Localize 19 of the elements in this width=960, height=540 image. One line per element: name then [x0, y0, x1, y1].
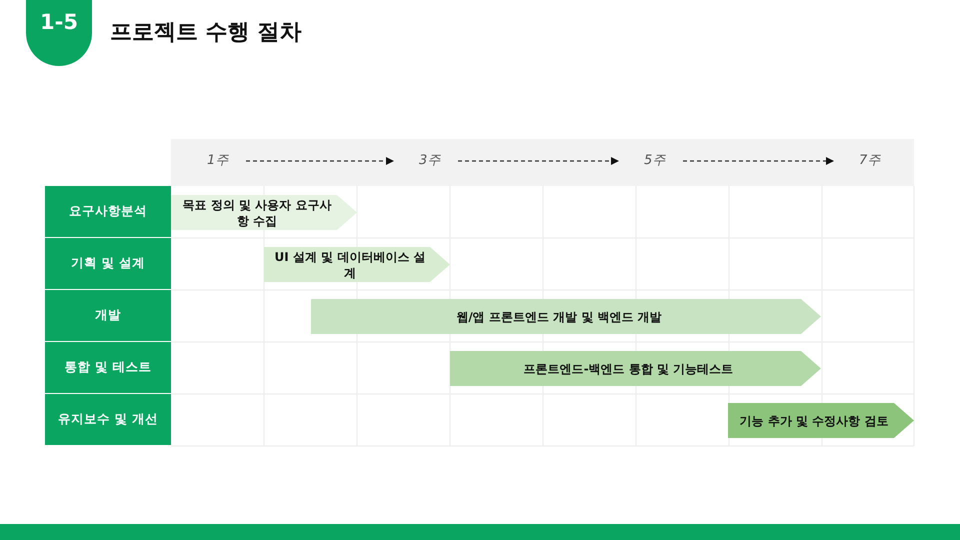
week-label: 7주	[859, 151, 880, 171]
phase-label: 기획 및 설계	[45, 238, 171, 290]
phase-label: 요구사항분석	[45, 186, 171, 238]
task-bar: 목표 정의 및 사용자 요구사항 수집	[171, 195, 357, 230]
dashed-arrow	[246, 157, 394, 165]
week-label: 5주	[644, 151, 666, 171]
phase-label: 유지보수 및 개선	[45, 394, 171, 446]
dashed-arrow	[458, 157, 619, 165]
phase-label: 통합 및 테스트	[45, 342, 171, 394]
dashed-arrow	[683, 157, 834, 165]
title: 프로젝트 수행 절차	[110, 19, 302, 47]
task-bar: UI 설계 및 데이터베이스 설계	[264, 247, 450, 282]
phase-label: 개발	[45, 290, 171, 342]
task-bar: 기능 추가 및 수정사항 검토	[728, 403, 914, 438]
week-label: 1주	[207, 151, 228, 171]
task-bar: 프론트엔드-백엔드 통합 및 기능테스트	[450, 351, 821, 386]
section-number: 1-5	[26, 0, 92, 66]
week-label: 3주	[419, 151, 440, 171]
task-bar: 웹/앱 프론트엔드 개발 및 백엔드 개발	[311, 299, 821, 334]
